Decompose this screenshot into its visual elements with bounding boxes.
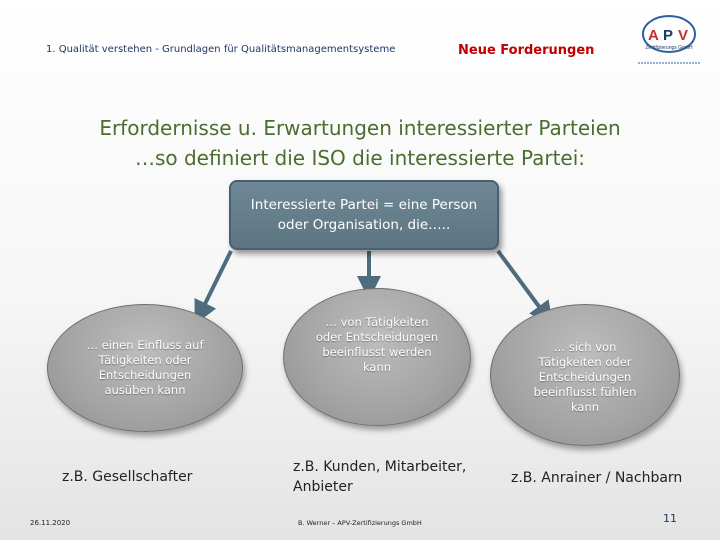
example-shareholders: z.B. Gesellschafter (62, 469, 193, 485)
node-line: … sich von (553, 339, 617, 354)
node-line: ausüben kann (104, 383, 186, 397)
slide-title-line2: …so definiert die ISO die interessierte … (134, 146, 586, 170)
logo-letter-p: P (663, 27, 673, 44)
section-header: 1. Qualität verstehen - Grundlagen für Q… (46, 44, 396, 55)
node-line: beeinflusst werden (322, 345, 432, 359)
definition-box: Interessierte Partei = eine Person oder … (229, 180, 499, 250)
node-line: Tätigkeiten oder (98, 353, 192, 367)
node-line: kann (362, 360, 392, 374)
logo-letter-a: A (648, 27, 659, 44)
party-node-influence: … einen Einfluss auf Tätigkeiten oder En… (47, 304, 243, 432)
example-customers: z.B. Kunden, Mitarbeiter, Anbieter (293, 459, 467, 495)
arrow-right (496, 249, 554, 326)
arrow-left (194, 250, 233, 325)
node-line: … einen Einfluss auf (86, 338, 204, 352)
logo-letter-v: V (678, 27, 688, 44)
definition-line2: oder Organisation, die….. (277, 217, 451, 233)
apv-logo: A P V Zertifizierungs GmbH (634, 12, 704, 70)
page-number: 11 (663, 512, 677, 525)
node-line: kann (570, 399, 600, 414)
footer-date: 26.11.2020 (30, 519, 71, 527)
logo-subtitle: Zertifizierungs GmbH (645, 45, 693, 51)
node-line: Entscheidungen (98, 368, 192, 382)
party-node-feels-affected: … sich von Tätigkeiten oder Entscheidung… (490, 304, 680, 446)
node-line: … von Tätigkeiten (325, 315, 429, 329)
example-neighbors: z.B. Anrainer / Nachbarn (511, 470, 683, 486)
node-line: Entscheidungen (538, 369, 632, 384)
definition-line1: Interessierte Partei = eine Person (250, 197, 478, 213)
party-node-affected: … von Tätigkeiten oder Entscheidungen be… (283, 288, 471, 426)
topic-header: Neue Forderungen (458, 43, 595, 58)
node-line: oder Entscheidungen (315, 330, 439, 344)
node-line: Tätigkeiten oder (538, 354, 632, 369)
node-line: beeinflusst fühlen (533, 384, 637, 399)
slide-title-line1: Erfordernisse u. Erwartungen interessier… (99, 116, 621, 140)
footer-author: B. Werner – APV-Zertifizierungs GmbH (298, 519, 422, 527)
